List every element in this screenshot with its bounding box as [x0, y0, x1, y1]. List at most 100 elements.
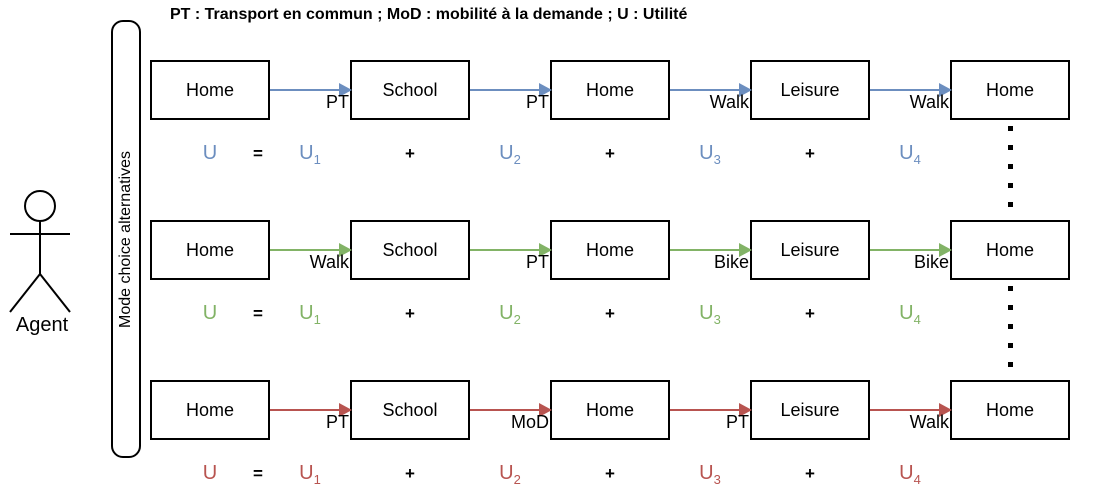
utility-term: U2: [499, 302, 521, 327]
activity-box: Home: [550, 380, 670, 440]
arrow-head-icon: [739, 83, 752, 97]
arrow-line: [670, 409, 741, 411]
activity-box: Home: [950, 220, 1070, 280]
arrow-head-icon: [939, 83, 952, 97]
trip-leg: Walk: [270, 220, 352, 280]
plus-sign: +: [405, 304, 415, 323]
arrow-head-icon: [939, 243, 952, 257]
activity-box: Leisure: [750, 380, 870, 440]
utility-term: U4: [899, 302, 921, 327]
trip-leg: Walk: [670, 60, 752, 120]
arrow-line: [270, 409, 341, 411]
equals-sign: =: [253, 304, 263, 323]
trip-leg: PT: [470, 220, 552, 280]
plus-sign: +: [605, 304, 615, 323]
mode-label: PT: [325, 412, 349, 432]
mode-choice-alternatives-panel: Mode choice alternatives: [111, 20, 141, 458]
activity-box: Home: [550, 220, 670, 280]
plus-sign: +: [405, 464, 415, 483]
mode-label: Walk: [709, 92, 749, 112]
arrow-line: [270, 89, 341, 91]
utility-term: U4: [899, 462, 921, 487]
arrow-head-icon: [339, 403, 352, 417]
plus-sign: +: [805, 144, 815, 163]
utility-term: U2: [499, 142, 521, 167]
ellipsis-connector: [1008, 286, 1013, 376]
utility-term: U: [202, 142, 218, 164]
arrow-line: [470, 249, 541, 251]
arrow-head-icon: [739, 243, 752, 257]
trip-leg: Bike: [870, 220, 952, 280]
agent-label: Agent: [15, 314, 69, 336]
activity-box: Home: [550, 60, 670, 120]
mode-label: Bike: [913, 252, 949, 272]
utility-term: U3: [699, 142, 721, 167]
arrow-head-icon: [739, 403, 752, 417]
activity-box: School: [350, 220, 470, 280]
activity-box: Home: [950, 380, 1070, 440]
arrow-line: [270, 249, 341, 251]
arrow-head-icon: [339, 243, 352, 257]
mode-label: Bike: [713, 252, 749, 272]
mode-label: MoD: [510, 412, 549, 432]
plus-sign: +: [405, 144, 415, 163]
utility-term: U4: [899, 142, 921, 167]
arrow-line: [870, 249, 941, 251]
trip-leg: MoD: [470, 380, 552, 440]
utility-term: U2: [499, 462, 521, 487]
agent-stick-figure-icon: [9, 190, 71, 313]
activity-box: Home: [150, 380, 270, 440]
trip-leg: PT: [270, 380, 352, 440]
mode-label: PT: [725, 412, 749, 432]
mode-label: PT: [325, 92, 349, 112]
mode-label: PT: [525, 252, 549, 272]
utility-term: U3: [699, 462, 721, 487]
trip-leg: PT: [470, 60, 552, 120]
activity-box: Home: [150, 60, 270, 120]
mode-choice-alternatives-label: Mode choice alternatives: [117, 150, 134, 328]
arrow-head-icon: [539, 403, 552, 417]
activity-box: Home: [950, 60, 1070, 120]
utility-term: U: [202, 462, 218, 484]
activity-box: School: [350, 60, 470, 120]
arrow-line: [670, 249, 741, 251]
arrow-head-icon: [539, 243, 552, 257]
plus-sign: +: [605, 144, 615, 163]
arrow-line: [470, 89, 541, 91]
arrow-head-icon: [939, 403, 952, 417]
trip-leg: Walk: [870, 380, 952, 440]
trip-leg: PT: [670, 380, 752, 440]
plus-sign: +: [605, 464, 615, 483]
arrow-head-icon: [339, 83, 352, 97]
trip-leg: PT: [270, 60, 352, 120]
mode-label: Walk: [309, 252, 349, 272]
utility-term: U: [202, 302, 218, 324]
arrow-line: [870, 409, 941, 411]
activity-box: School: [350, 380, 470, 440]
equals-sign: =: [253, 144, 263, 163]
plus-sign: +: [805, 464, 815, 483]
mode-label: Walk: [909, 412, 949, 432]
plus-sign: +: [805, 304, 815, 323]
ellipsis-connector: [1008, 126, 1013, 216]
arrow-head-icon: [539, 83, 552, 97]
mode-label: Walk: [909, 92, 949, 112]
mode-label: PT: [525, 92, 549, 112]
arrow-line: [870, 89, 941, 91]
activity-box: Home: [150, 220, 270, 280]
utility-term: U1: [299, 142, 321, 167]
arrow-line: [670, 89, 741, 91]
utility-term: U3: [699, 302, 721, 327]
legend-text: PT : Transport en commun ; MoD : mobilit…: [170, 6, 688, 23]
trip-leg: Bike: [670, 220, 752, 280]
equals-sign: =: [253, 464, 263, 483]
trip-leg: Walk: [870, 60, 952, 120]
activity-box: Leisure: [750, 60, 870, 120]
arrow-line: [470, 409, 541, 411]
utility-term: U1: [299, 462, 321, 487]
utility-term: U1: [299, 302, 321, 327]
